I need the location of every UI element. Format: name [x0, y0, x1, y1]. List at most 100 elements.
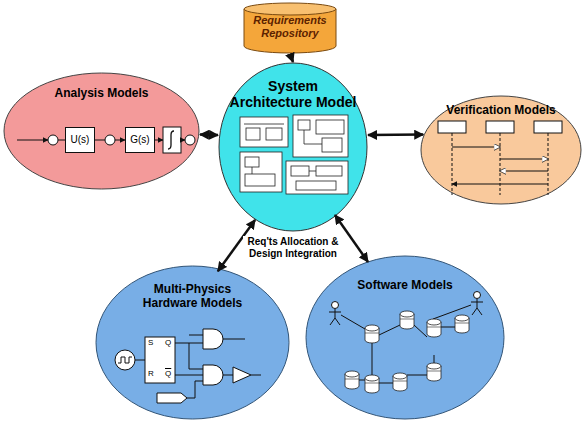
drawing-part — [452, 133, 453, 195]
drawing-part — [163, 127, 181, 153]
block-label: U(s) — [66, 128, 94, 152]
node-title: Verification Models — [431, 95, 571, 118]
drawing-part — [316, 120, 344, 134]
drawing-part — [441, 327, 455, 328]
drawing-part — [329, 309, 341, 325]
drawing-part — [427, 319, 441, 337]
drawing-part — [345, 371, 359, 389]
drawing-part — [407, 375, 427, 376]
drawing-part — [48, 135, 58, 145]
ellipse-outline — [96, 266, 289, 419]
drawing-part — [155, 140, 163, 141]
software-ellipse: Software Models — [305, 255, 505, 420]
ellipse-outline — [306, 256, 504, 419]
drawing-part — [175, 343, 203, 344]
pin-label: Q — [165, 369, 171, 378]
drawing-part — [452, 184, 548, 185]
drawing-part — [189, 369, 203, 370]
connector-arrow — [290, 54, 293, 62]
node-title: Multi-Physics Hardware Models — [138, 265, 248, 311]
repository-cylinder: Requirements Repository — [243, 2, 337, 54]
pin-label: Q — [165, 338, 171, 347]
drawing-part — [304, 130, 305, 144]
drawing-part — [203, 329, 223, 349]
pin-label: R — [148, 369, 154, 378]
drawing-part — [266, 128, 282, 140]
drawing-part — [359, 380, 365, 381]
verification-ellipse: Verification Models — [420, 95, 582, 205]
drawing-part — [414, 325, 427, 337]
drawing-part — [189, 343, 190, 369]
drawing-part — [379, 325, 400, 335]
drawing-part — [252, 167, 253, 174]
circuit-sketch — [115, 329, 261, 403]
drawing-part — [115, 350, 135, 370]
drawing-part — [379, 383, 393, 384]
drawing-part — [105, 135, 115, 145]
drawing-part — [168, 131, 174, 149]
transfer-block: U(s) — [65, 127, 95, 153]
drawing-part — [500, 159, 548, 160]
drawing-part — [438, 121, 466, 133]
architecture-ellipse: System Architecture Model — [218, 62, 368, 232]
drawing-part — [203, 365, 223, 385]
analysis-ellipse: Analysis ModelsU(s) G(s) — [3, 72, 200, 190]
ellipse-outline — [219, 63, 367, 231]
drawing-part — [145, 337, 175, 383]
drawing-part — [251, 375, 261, 376]
drawing-part — [309, 171, 316, 172]
drawing-part — [135, 360, 145, 361]
node-title: Requirements Repository — [250, 2, 330, 39]
connector-arrow — [95, 140, 125, 141]
transfer-block: G(s) — [125, 127, 155, 153]
drawing-part — [17, 140, 48, 141]
connector-arrow — [200, 133, 218, 136]
drawing-part — [244, 124, 284, 125]
drawing-part — [322, 138, 342, 152]
block-label: G(s) — [126, 128, 154, 152]
drawing-part — [433, 305, 471, 319]
drawing-part — [365, 325, 379, 343]
ellipse-outline — [4, 73, 199, 189]
drawing-part — [223, 375, 233, 376]
drawing-part — [286, 161, 348, 194]
drawing-part — [296, 181, 336, 190]
sequence-diagram — [438, 121, 562, 195]
integration-label: Req'ts Allocation & Design Integration — [243, 236, 343, 260]
drawing-part — [157, 393, 187, 403]
drawing-part — [471, 299, 483, 315]
control-block-diagram — [17, 127, 195, 153]
drawing-part — [427, 363, 441, 381]
drawing-part — [548, 133, 549, 195]
drawing-part — [118, 357, 132, 363]
drawing-part — [187, 381, 203, 398]
drawing-part — [316, 166, 342, 176]
drawing-part — [181, 140, 185, 141]
hardware-ellipse: Multi-Physics Hardware Models — [95, 265, 290, 420]
drawing-part — [341, 315, 365, 329]
drawing-part — [223, 339, 245, 340]
node-title: Analysis Models — [27, 72, 177, 101]
drawing-part — [474, 292, 481, 299]
node-title: Software Models — [330, 255, 480, 293]
drawing-part — [298, 120, 310, 130]
drawing-part — [393, 373, 407, 391]
drawing-part — [304, 144, 328, 145]
drawing-part — [534, 121, 562, 133]
drawing-part — [189, 335, 203, 336]
ellipse-outline — [421, 96, 581, 204]
drawing-part — [455, 315, 469, 333]
software-sketch — [329, 292, 483, 394]
drawing-part — [245, 157, 259, 167]
drawing-part — [332, 302, 339, 309]
drawing-part — [185, 135, 195, 145]
drawing-part — [175, 375, 203, 376]
drawing-part — [372, 343, 373, 375]
drawing-part — [500, 133, 501, 195]
node-title: System Architecture Model — [227, 62, 359, 110]
drawing-part — [245, 174, 275, 186]
drawing-part — [486, 121, 514, 133]
